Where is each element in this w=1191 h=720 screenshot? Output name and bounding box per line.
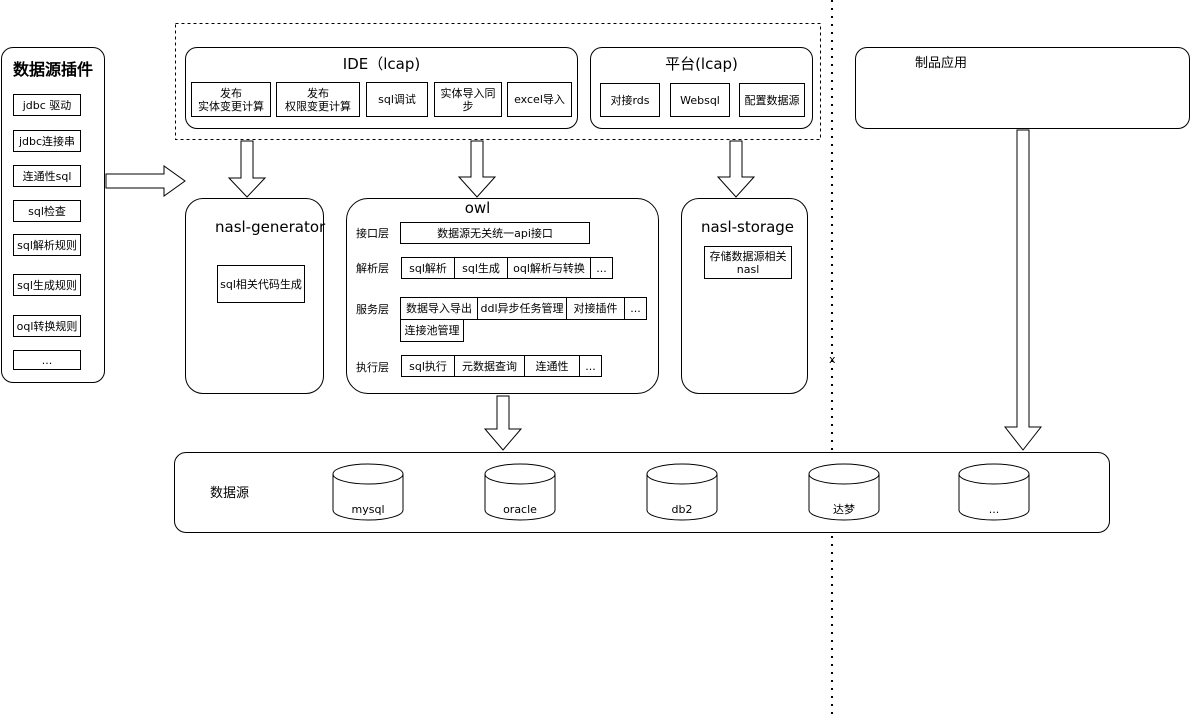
nasl-storage-panel	[681, 198, 808, 394]
ide-item-entity-import-line2: 步	[462, 99, 474, 113]
plugin-item-sql-check: sql检查	[13, 200, 81, 222]
platform-item-websql: Websql	[670, 83, 730, 117]
ide-item-publish-permission-line2: 权限变更计算	[285, 99, 351, 113]
owl-exec-item-more: ...	[579, 355, 602, 377]
owl-service-item-plugin-connect: 对接插件	[566, 297, 625, 320]
owl-parse-item-oql: oql解析与转换	[507, 257, 591, 279]
db-label-mysql: mysql	[351, 503, 385, 516]
plugin-item-sql-gen-rules: sql生成规则	[13, 274, 81, 296]
platform-title: 平台(lcap)	[665, 55, 738, 73]
owl-service-item-connection-pool: 连接池管理	[400, 319, 464, 342]
ide-item-publish-entity-line1: 发布	[220, 86, 242, 100]
ide-item-excel-import: excel导入	[507, 82, 572, 117]
db-label-more: ...	[988, 503, 1000, 516]
owl-exec-item-connectivity: 连通性	[524, 355, 580, 377]
product-app-title: 制品应用	[915, 56, 968, 71]
owl-exec-item-sql-exec: sql执行	[401, 355, 455, 377]
arrow-ide-to-owl	[457, 140, 497, 198]
owl-interface-item-unified-api: 数据源无关统一api接口	[400, 222, 590, 244]
product-app-panel	[855, 47, 1190, 129]
nasl-storage-item-line2: nasl	[736, 262, 760, 276]
platform-item-rds: 对接rds	[600, 83, 660, 117]
nasl-generator-title: nasl-generator	[215, 218, 326, 236]
owl-service-layer-label: 服务层	[356, 303, 389, 316]
plugin-item-oql-rules: oql转换规则	[13, 315, 81, 337]
plugin-item-more: ...	[13, 350, 81, 370]
nasl-generator-item-sql-codegen: sql相关代码生成	[217, 265, 305, 303]
owl-parse-item-sql-parse: sql解析	[401, 257, 455, 279]
platform-item-config-datasource: 配置数据源	[739, 83, 805, 117]
datasource-label: 数据源	[210, 486, 250, 501]
plugin-title: 数据源插件	[12, 60, 93, 79]
ide-item-publish-entity: 发布 实体变更计算	[191, 82, 271, 117]
arrow-owl-to-datasource	[483, 395, 523, 451]
ide-item-publish-permission-line1: 发布	[307, 86, 329, 100]
ide-item-sql-debug: sql调试	[366, 82, 428, 117]
nasl-storage-item: 存储数据源相关 nasl	[704, 246, 792, 279]
nasl-storage-title: nasl-storage	[700, 218, 795, 236]
arrow-product-to-datasource	[1003, 129, 1043, 451]
plugin-item-connectivity-sql: 连通性sql	[13, 165, 81, 187]
ide-item-publish-permission: 发布 权限变更计算	[276, 82, 360, 117]
datasource-panel	[174, 452, 1110, 533]
owl-parse-item-sql-gen: sql生成	[454, 257, 508, 279]
ide-item-publish-entity-line2: 实体变更计算	[198, 99, 264, 113]
ide-title: IDE（lcap)	[342, 55, 421, 73]
arrow-ide-to-generator	[227, 140, 267, 198]
ide-item-entity-import-line1: 实体导入同	[440, 86, 496, 100]
owl-interface-layer-label: 接口层	[356, 227, 389, 240]
arrow-platform-to-storage	[716, 140, 756, 198]
db-label-dameng: 达梦	[833, 503, 855, 516]
plugin-item-jdbc-driver: jdbc 驱动	[13, 94, 81, 116]
owl-parse-item-more: ...	[590, 257, 613, 279]
arrow-plugin-to-generator	[105, 165, 186, 197]
divider-x-mark: x	[829, 353, 836, 366]
owl-service-item-import-export: 数据导入导出	[400, 297, 478, 320]
owl-service-item-ddl-task: ddl异步任务管理	[477, 297, 567, 320]
db-label-db2: db2	[671, 503, 693, 516]
owl-parse-layer-label: 解析层	[356, 262, 389, 275]
plugin-item-jdbc-url: jdbc连接串	[13, 130, 81, 152]
plugin-item-sql-parse-rules: sql解析规则	[13, 234, 81, 256]
db-label-oracle: oracle	[503, 503, 537, 516]
dashed-group-frame	[175, 23, 821, 140]
owl-title: owl	[464, 199, 491, 217]
ide-item-excel-import-label: excel导入	[514, 93, 565, 106]
ide-item-sql-debug-label: sql调试	[378, 93, 416, 106]
owl-exec-layer-label: 执行层	[356, 361, 389, 374]
owl-service-item-more: ...	[624, 297, 647, 320]
owl-exec-item-metadata-query: 元数据查询	[454, 355, 525, 377]
ide-item-entity-import: 实体导入同 步	[434, 82, 502, 117]
nasl-storage-item-line1: 存储数据源相关	[709, 249, 787, 263]
